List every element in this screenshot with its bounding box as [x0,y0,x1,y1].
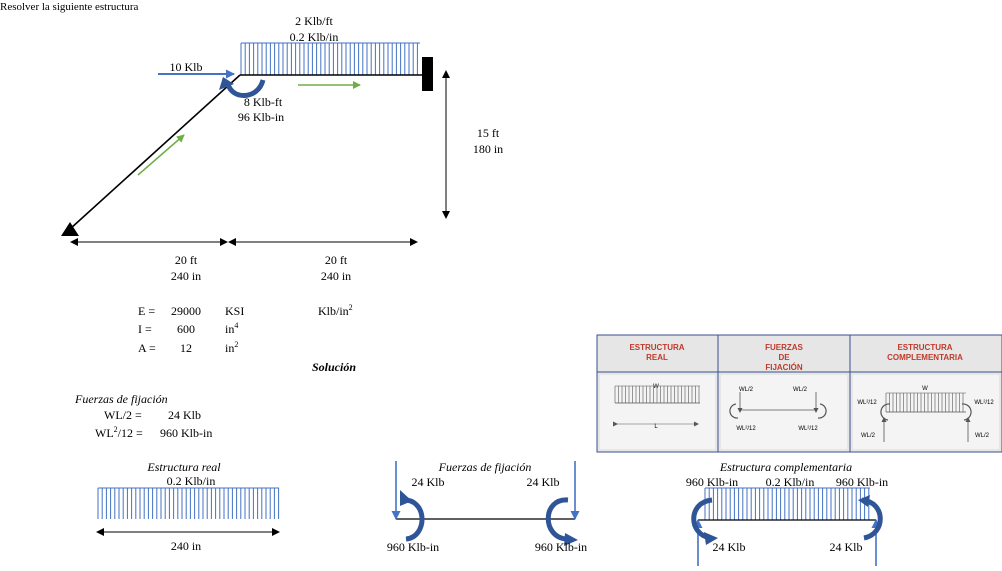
fix-moment-left-label: 960 Klb-in [387,540,439,554]
table-c-wl12-left: WL²/12 [857,400,877,406]
distributed-load [240,42,420,75]
comp-force-left-label: 24 Klb [713,540,746,554]
point-load-label: 10 Klb [170,60,203,74]
span2-in-label: 240 in [321,269,351,283]
comp-load-label: 0.2 Klb/in [766,475,815,489]
height-in-label: 180 in [473,142,503,156]
table-wl2-right: WL/2 [793,387,808,393]
table-wl12-left: WL²/12 [736,426,756,432]
fix-force-left-label: 24 Klb [412,475,445,489]
solution-title: Solución [312,360,356,374]
inclined-member [69,74,241,230]
table-wl12-right: WL²/12 [798,426,818,432]
real-length-label: 240 in [171,539,201,553]
span2-ft-label: 20 ft [325,253,348,267]
pin-support [61,222,79,236]
prop-a-value: 12 [180,341,192,355]
axis-arrow-inclined [137,134,185,176]
prop-e-alt-unit: Klb/in2 [318,303,353,318]
real-load-label: 0.2 Klb/in [167,474,216,488]
fixed-support [422,57,433,91]
real-distributed-load [97,487,280,519]
fix-moment-right [545,497,569,542]
table-c-wl2-right: WL/2 [975,433,990,439]
comp-moment-left-label: 960 Klb-in [686,475,738,489]
wl2-label: WL/2 = [104,408,142,422]
moment-arrowhead [219,77,234,90]
prop-a-unit: in2 [225,340,238,355]
moment-arrow [225,79,266,98]
prop-e-label: E = [138,304,155,318]
prop-i-label: I = [138,322,152,336]
prop-i-unit: in4 [225,321,238,336]
prop-e-unit: KSI [225,304,244,318]
real-title: Estructura real [146,460,221,474]
table-c-wl12-right: WL²/12 [974,400,994,406]
table-w-3: W [922,386,928,392]
height-ft-label: 15 ft [477,126,500,140]
fix-force-right-label: 24 Klb [527,475,560,489]
moment-ft-label: 8 Klb-ft [244,95,283,109]
moment-in-label: 96 Klb-in [238,110,284,124]
prop-i-value: 600 [177,322,195,336]
material-properties: E = 29000 KSI Klb/in2 I = 600 in4 A = 12… [138,303,353,355]
fix-title: Fuerzas de fijación [438,460,532,474]
comp-distributed-load [704,487,870,520]
fix-moment-right-label: 960 Klb-in [535,540,587,554]
comp-moment-left [691,497,713,541]
wl12-label: WL2/12 = [95,425,143,440]
span1-in-label: 240 in [171,269,201,283]
fixing-diagram: Fuerzas de fijación 24 Klb 24 Klb 960 Kl… [387,460,587,554]
comp-title: Estructura complementaria [719,460,852,474]
wl2-value: 24 Klb [168,408,201,422]
fixing-formulas: Fuerzas de fijación WL/2 = 24 Klb WL2/12… [74,392,212,440]
prop-a-label: A = [138,341,156,355]
table-c-wl2-left: WL/2 [861,433,876,439]
span1-ft-label: 20 ft [175,253,198,267]
load-ft-label: 2 Klb/ft [295,14,333,28]
wl12-value: 960 Klb-in [160,426,212,440]
table-wl2-left: WL/2 [739,387,754,393]
real-structure: Estructura real 0.2 Klb/in 240 in [96,460,280,553]
page-title: Resolver la siguiente estructura [0,1,138,13]
prop-e-value: 29000 [171,304,201,318]
table-w-1: W [653,384,659,390]
comp-moment-right-label: 960 Klb-in [836,475,888,489]
table-l: L [654,424,658,430]
comp-force-right-label: 24 Klb [830,540,863,554]
load-in-label: 0.2 Klb/in [290,30,339,44]
fixing-title: Fuerzas de fijación [74,392,168,406]
complementary-structure: Estructura complementaria 960 Klb-in 0.2… [686,460,888,566]
frame-diagram: 2 Klb/ft 0.2 Klb/in 10 Klb 8 Klb-ft 96 K… [61,14,503,283]
